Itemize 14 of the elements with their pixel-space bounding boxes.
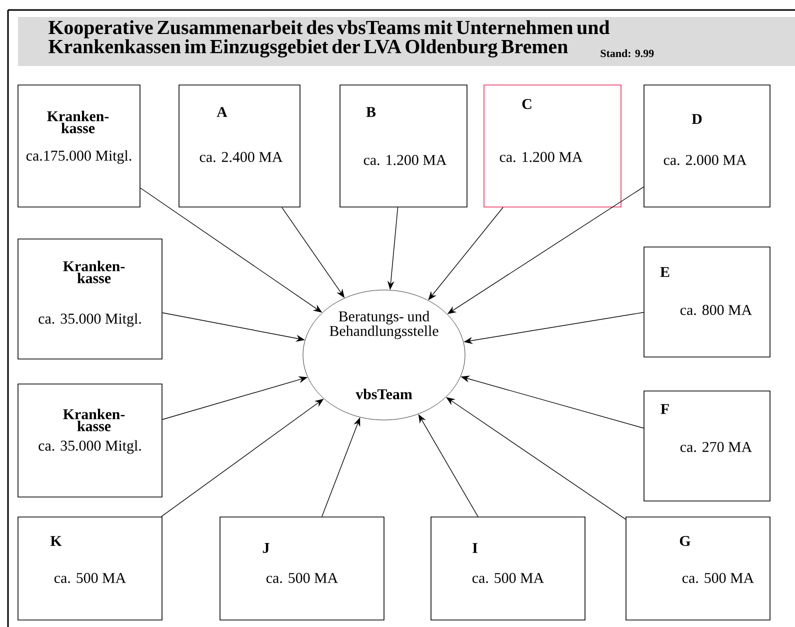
org-box: B ca. 1.200 MA	[340, 84, 468, 208]
org-box: A ca. 2.400 MA	[178, 84, 300, 208]
org-box: E ca. 800 MA	[644, 246, 770, 358]
org-box: G ca. 500 MA	[626, 516, 770, 620]
org-box: Kranken- kasse ca. 35.000 Mitgl.	[18, 238, 162, 360]
org-box: C ca. 1.200 MA	[484, 84, 622, 208]
org-box: K ca. 500 MA	[18, 516, 162, 620]
org-box: Kranken- kasse ca.175.000 Mitgl.	[18, 84, 140, 208]
org-box: I ca. 500 MA	[430, 516, 586, 620]
org-box: F ca. 270 MA	[644, 390, 770, 502]
org-box: J ca. 500 MA	[220, 516, 384, 620]
date-note: Stand: 9.99	[600, 49, 654, 58]
org-box: D ca. 2.000 MA	[644, 84, 770, 208]
org-box: Kranken- kasse ca. 35.000 Mitgl.	[18, 384, 162, 498]
